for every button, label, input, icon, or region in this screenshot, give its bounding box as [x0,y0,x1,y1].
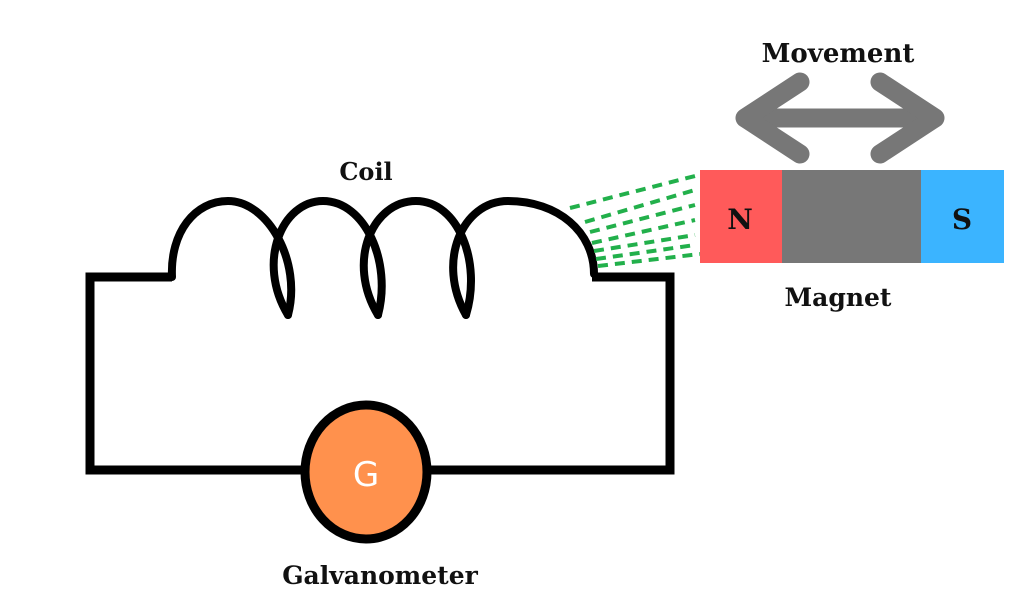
magnet-body [782,170,921,263]
south-label: S [952,203,972,236]
double-arrow-icon [735,72,945,164]
coil-label: Coil [339,157,392,186]
field-line [569,174,696,210]
coil-turn [167,196,296,319]
field-line [593,233,696,253]
coil-turn [269,196,386,319]
galvanometer-symbol: G [353,455,379,495]
field-line [584,188,696,224]
magnet-north-pole [700,170,782,263]
magnet: N S [700,170,1004,263]
coil-turn [359,196,475,319]
field-line [589,203,696,234]
movement-label: Movement [762,39,915,69]
coil [167,196,598,319]
galvanometer-circle [300,400,432,544]
coil-turn [449,196,598,319]
magnetic-field-lines [569,174,701,268]
galvanometer-label: Galvanometer [282,561,478,590]
magnet-label: Magnet [785,283,892,312]
magnet-south-pole [921,170,1004,263]
field-line [591,218,696,245]
field-line [597,252,701,268]
north-label: N [727,203,753,236]
galvanometer: G [300,400,432,544]
